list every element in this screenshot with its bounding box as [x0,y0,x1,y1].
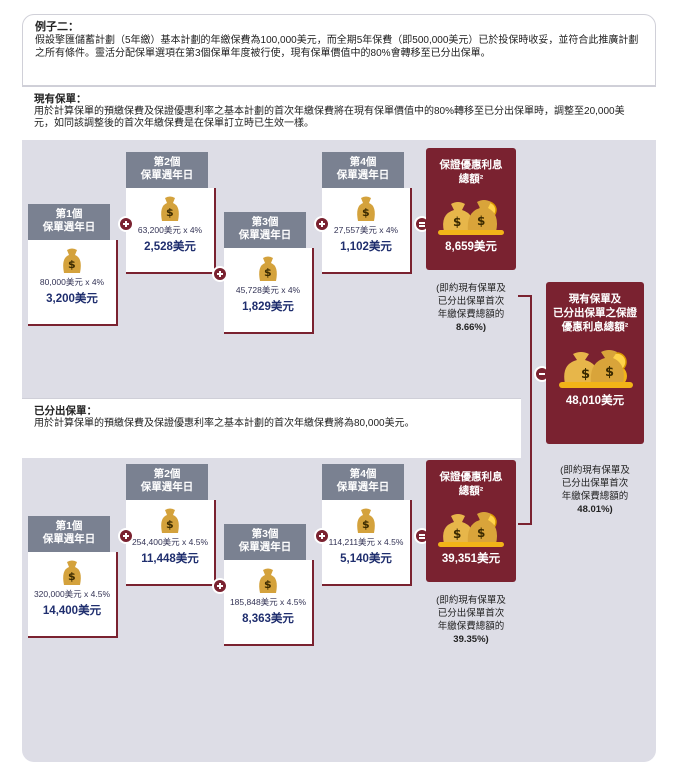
anniversary-tab-2: 第2個 保單週年日 [126,464,208,500]
svg-text:$: $ [477,214,485,228]
anniversary-tab-3: 第3個 保單週年日 [224,524,306,560]
anniversary-tab-2: 第2個 保單週年日 [126,152,208,188]
svg-text:$: $ [362,518,370,531]
calc-text: 80,000美元 x 4% [39,277,105,287]
interest-amount: 11,448美元 [141,553,199,565]
interest-amount: 8,363美元 [242,613,294,625]
svg-text:$: $ [166,518,174,531]
plus-icon [212,578,228,594]
svg-text:$: $ [581,367,590,382]
money-bag-icon: $ [259,568,277,593]
svg-text:$: $ [68,258,76,271]
money-bag-icon: $ [357,508,375,533]
subtotal-note: (即約現有保單及 已分出保單首次 年繳保費總額的 8.66%) [426,282,516,334]
svg-text:$: $ [605,365,614,380]
subtotal-note-text: (即約現有保單及 已分出保單首次 年繳保費總額的 [436,283,506,320]
subtotal-title: 保證優惠利息 總額² [439,471,503,497]
calc-text: 114,211美元 x 4.5% [328,537,404,547]
plus-icon [314,216,330,232]
subtotal-note: (即約現有保單及 已分出保單首次 年繳保費總額的 39.35%) [426,594,516,646]
subtotal-note-text: (即約現有保單及 已分出保單首次 年繳保費總額的 [436,595,506,632]
grand-total-title: 現有保單及 已分出保單之保證 優惠利息總額² [553,293,637,333]
money-bags-icon: $$ [438,200,504,235]
anniversary-card-1: $80,000美元 x 4% 3,200美元 [28,240,118,326]
anniversary-tab-1: 第1個 保單週年日 [28,204,110,240]
anniversary-tab-3: 第3個 保單週年日 [224,212,306,248]
subtotal-note-pct: 8.66%) [455,322,487,333]
calc-text: 63,200美元 x 4% [137,225,203,235]
grand-total-box: 現有保單及 已分出保單之保證 優惠利息總額² $ $ 48,010美元 [546,282,644,444]
plus-icon [212,266,228,282]
svg-text:$: $ [264,578,272,591]
grand-total-note: (即約現有保單及 已分出保單首次 年繳保費總額的 48.01%) [546,464,644,516]
interest-amount: 1,829美元 [242,301,294,313]
existing-text: 用於計算保單的預繳保費及保證優惠利率之基本計劃的首次年繳保費將在現有保單價值中的… [34,105,625,130]
svg-text:$: $ [453,527,461,541]
plus-icon [118,528,134,544]
money-bag-icon: $ [63,248,81,273]
anniversary-card-2: $63,200美元 x 4% 2,528美元 [126,188,216,274]
split-title: 已分出保單： [34,405,97,417]
anniversary-tab-4: 第4個 保單週年日 [322,152,404,188]
money-bag-icon: $ [259,256,277,281]
anniversary-card-4: $114,211美元 x 4.5% 5,140美元 [322,500,412,586]
svg-text:$: $ [453,215,461,229]
calc-text: 45,728美元 x 4% [235,285,301,295]
subtotal-box: 保證優惠利息 總額²$$8,659美元 [426,148,516,270]
subtotal-note-pct: 39.35%) [453,634,489,645]
money-bag-icon: $ [357,196,375,221]
anniversary-tab-4: 第4個 保單週年日 [322,464,404,500]
calc-text: 254,400美元 x 4.5% [131,537,209,547]
anniversary-card-3: $45,728美元 x 4% 1,829美元 [224,248,314,334]
anniversary-card-3: $185,848美元 x 4.5% 8,363美元 [224,560,314,646]
svg-text:$: $ [362,206,370,219]
money-bag-icon: $ [63,560,81,585]
calc-text: 320,000美元 x 4.5% [33,589,111,599]
interest-amount: 2,528美元 [144,241,196,253]
anniversary-card-2: $254,400美元 x 4.5% 11,448美元 [126,500,216,586]
existing-header: 現有保單： 用於計算保單的預繳保費及保證優惠利率之基本計劃的首次年繳保費將在現有… [22,86,656,140]
grand-total-amount: 48,010美元 [565,395,625,407]
interest-amount: 14,400美元 [42,605,102,617]
calc-text: 185,848美元 x 4.5% [229,597,307,607]
anniversary-card-1: $320,000美元 x 4.5% 14,400美元 [28,552,118,638]
money-bag-icon: $ [161,508,179,533]
grand-note-text: (即約現有保單及 已分出保單首次 年繳保費總額的 [560,465,630,502]
svg-text:$: $ [477,526,485,540]
interest-amount: 3,200美元 [46,293,98,305]
example-title: 例子二： [35,21,79,33]
anniversary-card-4: $27,557美元 x 4% 1,102美元 [322,188,412,274]
example-intro: 例子二： 假設擎匯儲蓄計劃（5年繳）基本計劃的年繳保費為100,000美元，而全… [22,14,656,86]
example-text: 假設擎匯儲蓄計劃（5年繳）基本計劃的年繳保費為100,000美元，而全期5年保費… [35,35,639,59]
subtotal-box: 保證優惠利息 總額²$$39,351美元 [426,460,516,582]
svg-text:$: $ [166,206,174,219]
plus-icon [314,528,330,544]
subtotal-title: 保證優惠利息 總額² [439,159,503,185]
plus-icon [118,216,134,232]
bracket-connector [518,295,532,525]
money-bag-icon: $ [161,196,179,221]
subtotal-amount: 39,351美元 [441,553,501,565]
svg-text:$: $ [68,570,76,583]
split-text: 用於計算保單的預繳保費及保證優惠利率之基本計劃的首次年繳保費將為80,000美元… [34,417,415,429]
svg-text:$: $ [264,266,272,279]
calc-text: 27,557美元 x 4% [333,225,399,235]
existing-title: 現有保單： [34,93,87,105]
money-bags-icon: $ $ [559,350,633,388]
money-bags-icon: $$ [438,512,504,547]
split-header: 已分出保單： 用於計算保單的預繳保費及保證優惠利率之基本計劃的首次年繳保費將為8… [22,398,521,458]
interest-amount: 5,140美元 [340,553,392,565]
anniversary-tab-1: 第1個 保單週年日 [28,516,110,552]
grand-note-pct: 48.01%) [577,504,613,515]
subtotal-amount: 8,659美元 [445,241,497,253]
interest-amount: 1,102美元 [340,241,392,253]
